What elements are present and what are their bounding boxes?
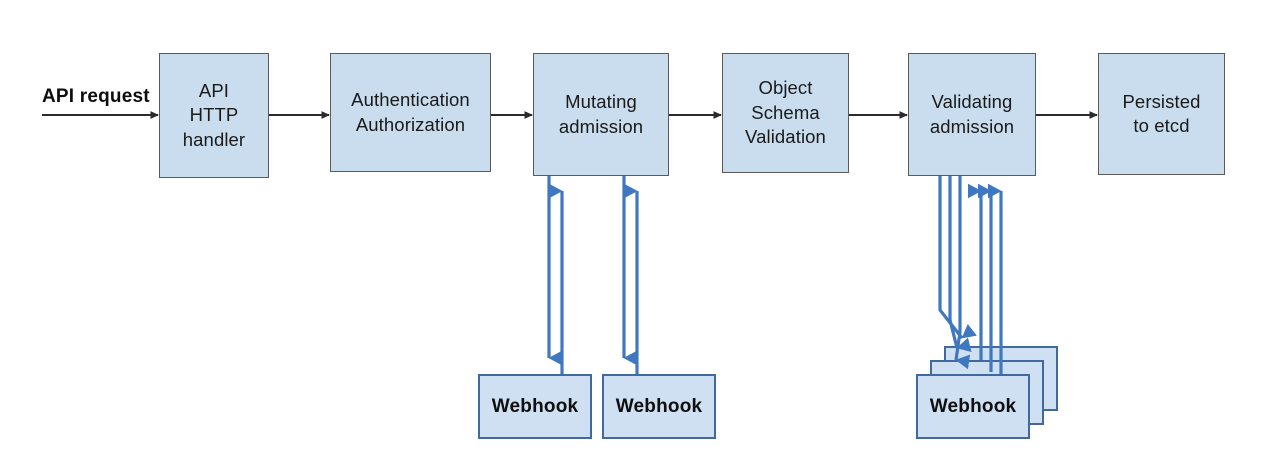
- node-persisted-to-etcd[interactable]: Persisted to etcd: [1098, 53, 1225, 175]
- node-validating-admission[interactable]: Validating admission: [908, 53, 1036, 176]
- webhook-mutating-1[interactable]: Webhook: [478, 374, 592, 439]
- arrow-validating-call-webhook-2: [948, 176, 972, 352]
- entry-label-api-request: API request: [42, 86, 150, 107]
- node-api-http-handler[interactable]: API HTTP handler: [159, 53, 269, 178]
- arrow-validating-call-webhook-3: [954, 176, 971, 370]
- node-authentication-authorization[interactable]: Authentication Authorization: [330, 53, 491, 172]
- arrow-validating-call-webhook-1: [938, 176, 977, 339]
- node-object-schema-validation[interactable]: Object Schema Validation: [722, 53, 849, 173]
- webhook-validating-front[interactable]: Webhook: [916, 374, 1030, 439]
- node-mutating-admission[interactable]: Mutating admission: [533, 53, 669, 176]
- webhook-mutating-2[interactable]: Webhook: [602, 374, 716, 439]
